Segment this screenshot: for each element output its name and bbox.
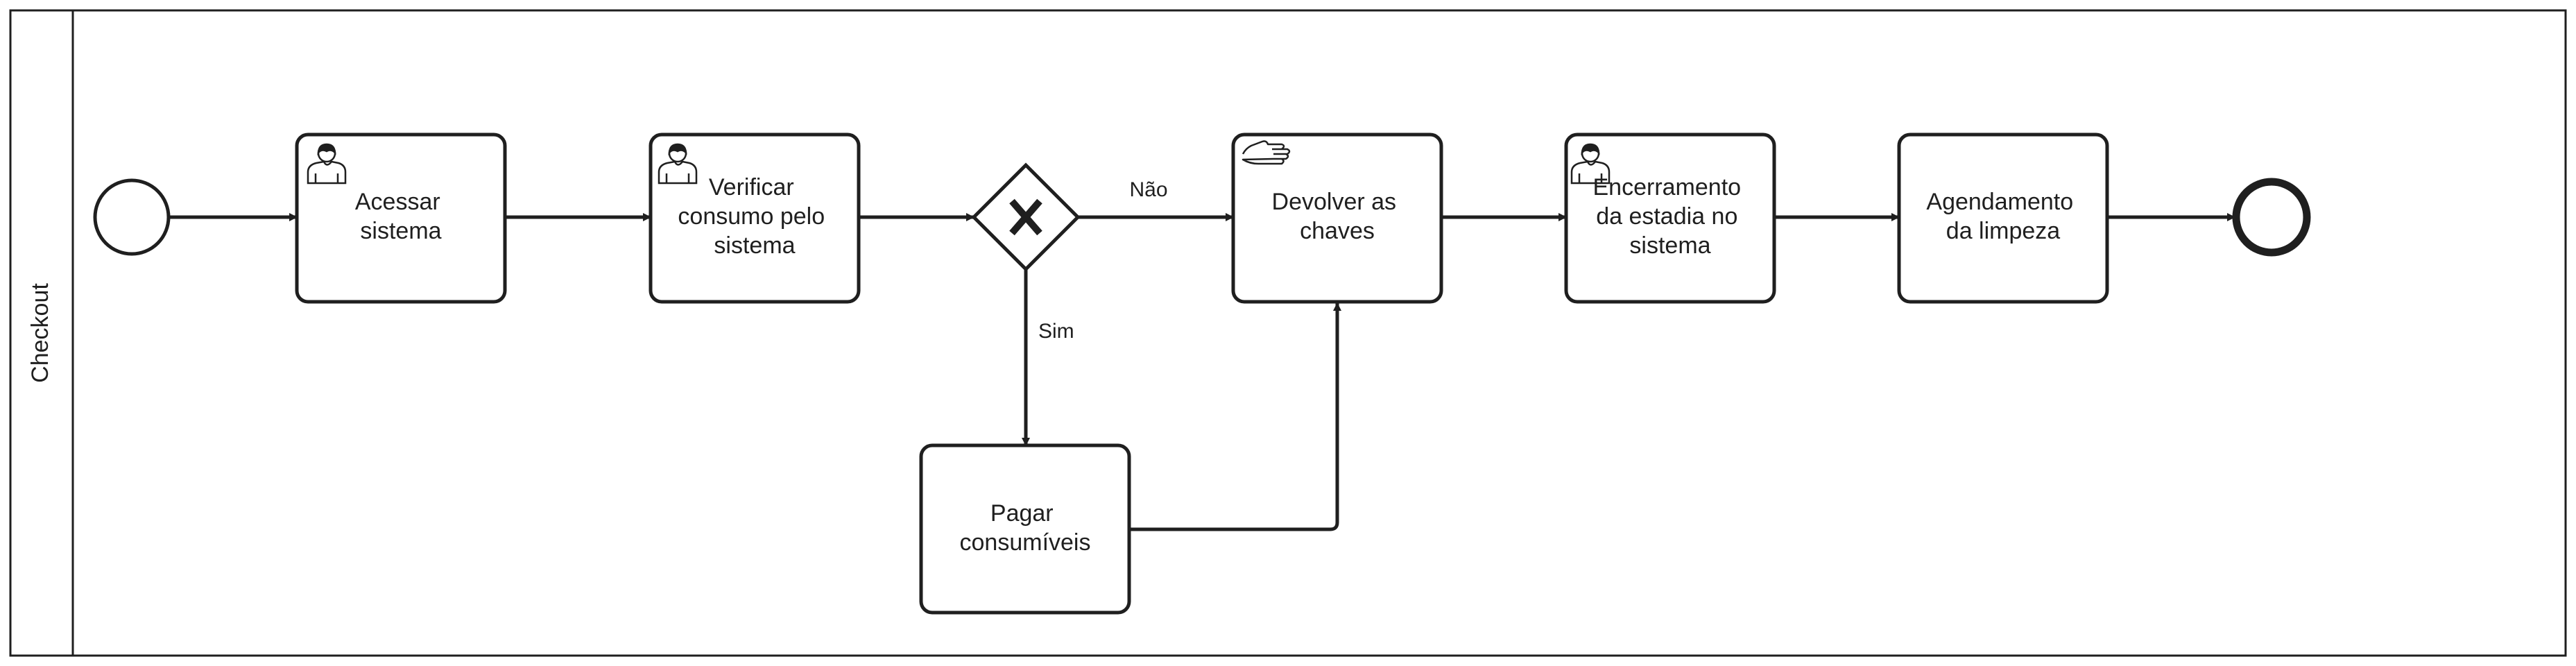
task-acessar-sistema[interactable]: Acessar sistema xyxy=(295,133,507,304)
task-encerramento-label: Encerramento da estadia no sistema xyxy=(1593,174,1748,259)
task-devolver-label: Devolver as chaves xyxy=(1272,189,1403,244)
task-verificar-consumo[interactable]: Verificar consumo pelo sistema xyxy=(649,133,861,304)
lane-label: Checkout xyxy=(27,283,53,383)
hand-icon xyxy=(1242,140,1291,165)
task-devolver-chaves[interactable]: Devolver as chaves xyxy=(1231,133,1443,304)
flow-label-nao: Não xyxy=(1129,178,1167,201)
flow-label-sim: Sim xyxy=(1038,320,1074,343)
task-agendamento-label: Agendamento da limpeza xyxy=(1926,189,2079,244)
task-encerramento-estadia[interactable]: Encerramento da estadia no sistema xyxy=(1564,133,1776,304)
exclusive-gateway[interactable] xyxy=(971,162,1081,272)
task-acessar-label: Acessar sistema xyxy=(355,189,447,244)
pool: Checkout xyxy=(9,9,2567,657)
task-pagar-consumiveis[interactable]: Pagar consumíveis xyxy=(919,443,1131,615)
task-agendamento-limpeza[interactable]: Agendamento da limpeza xyxy=(1897,133,2109,304)
end-event[interactable] xyxy=(2232,178,2311,257)
user-icon xyxy=(1570,143,1611,185)
pool-border xyxy=(9,9,2567,657)
task-verificar-label: Verificar consumo pelo sistema xyxy=(678,174,831,259)
user-icon xyxy=(307,143,347,185)
flow-pagar-to-devolver[interactable] xyxy=(1129,302,1341,531)
exclusive-gateway-x-marker xyxy=(1009,198,1042,236)
task-pagar-label: Pagar consumíveis xyxy=(960,500,1091,556)
user-icon xyxy=(658,143,698,185)
sequence-flows xyxy=(169,213,2235,531)
start-event[interactable] xyxy=(93,178,171,256)
